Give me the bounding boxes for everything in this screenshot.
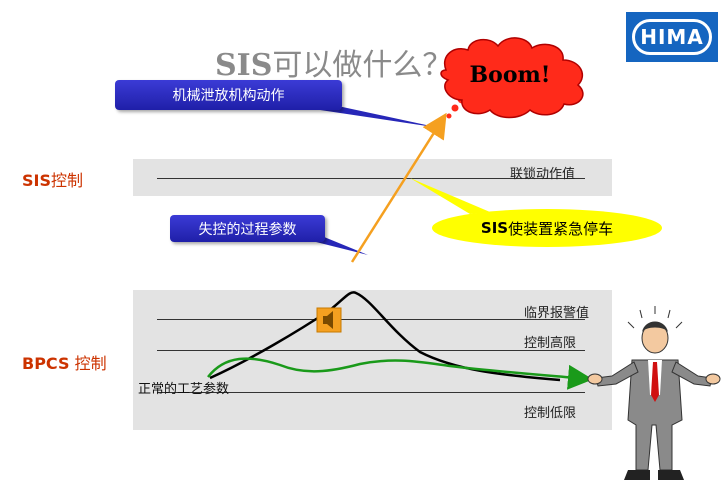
runaway-parameter-callout: 失控的过程参数 <box>170 215 325 242</box>
bpcs-layer-bold: BPCS <box>22 354 70 373</box>
sis-oval-pointer <box>410 178 490 214</box>
critical-alarm-line <box>157 319 585 320</box>
normal-process-curve <box>207 357 593 390</box>
hima-logo: HIMA <box>626 12 718 62</box>
escalation-arrow <box>350 112 447 263</box>
bpcs-band <box>133 290 612 430</box>
sis-shutdown-rest: 使装置紧急停车 <box>508 219 614 238</box>
sis-layer-label: SIS控制 <box>22 167 83 191</box>
interlock-label: 联锁动作值 <box>510 167 576 182</box>
sis-band <box>133 159 612 196</box>
hima-logo-text: HIMA <box>632 19 712 55</box>
control-high-line <box>157 350 585 351</box>
title-rest: 可以做什么？ <box>272 48 453 83</box>
explosion-text: Boom! <box>470 62 551 88</box>
sis-layer-bold: SIS <box>22 171 51 190</box>
bpcs-layer-rest: 控制 <box>69 354 107 373</box>
upset-process-curve <box>209 291 561 382</box>
title-bold: SIS <box>215 48 273 83</box>
alarm-speaker-icon <box>316 307 342 333</box>
bpcs-layer-label: BPCS 控制 <box>22 350 107 374</box>
mechanical-relief-callout: 机械泄放机构动作 <box>115 80 342 110</box>
slide-title: SIS可以做什么？ <box>215 40 452 84</box>
control-low-label: 控制低限 <box>524 406 577 421</box>
critical-alarm-label: 临界报警值 <box>524 306 590 321</box>
sis-shutdown-bold: SIS <box>480 219 509 237</box>
sis-layer-rest: 控制 <box>51 171 84 190</box>
explosion-icon: Boom! <box>440 37 584 119</box>
control-low-line <box>157 392 585 393</box>
shrugging-person-icon <box>587 306 721 480</box>
control-high-label: 控制高限 <box>524 336 577 351</box>
interlock-line <box>157 178 585 179</box>
normal-process-label: 正常的工艺参数 <box>138 382 230 397</box>
